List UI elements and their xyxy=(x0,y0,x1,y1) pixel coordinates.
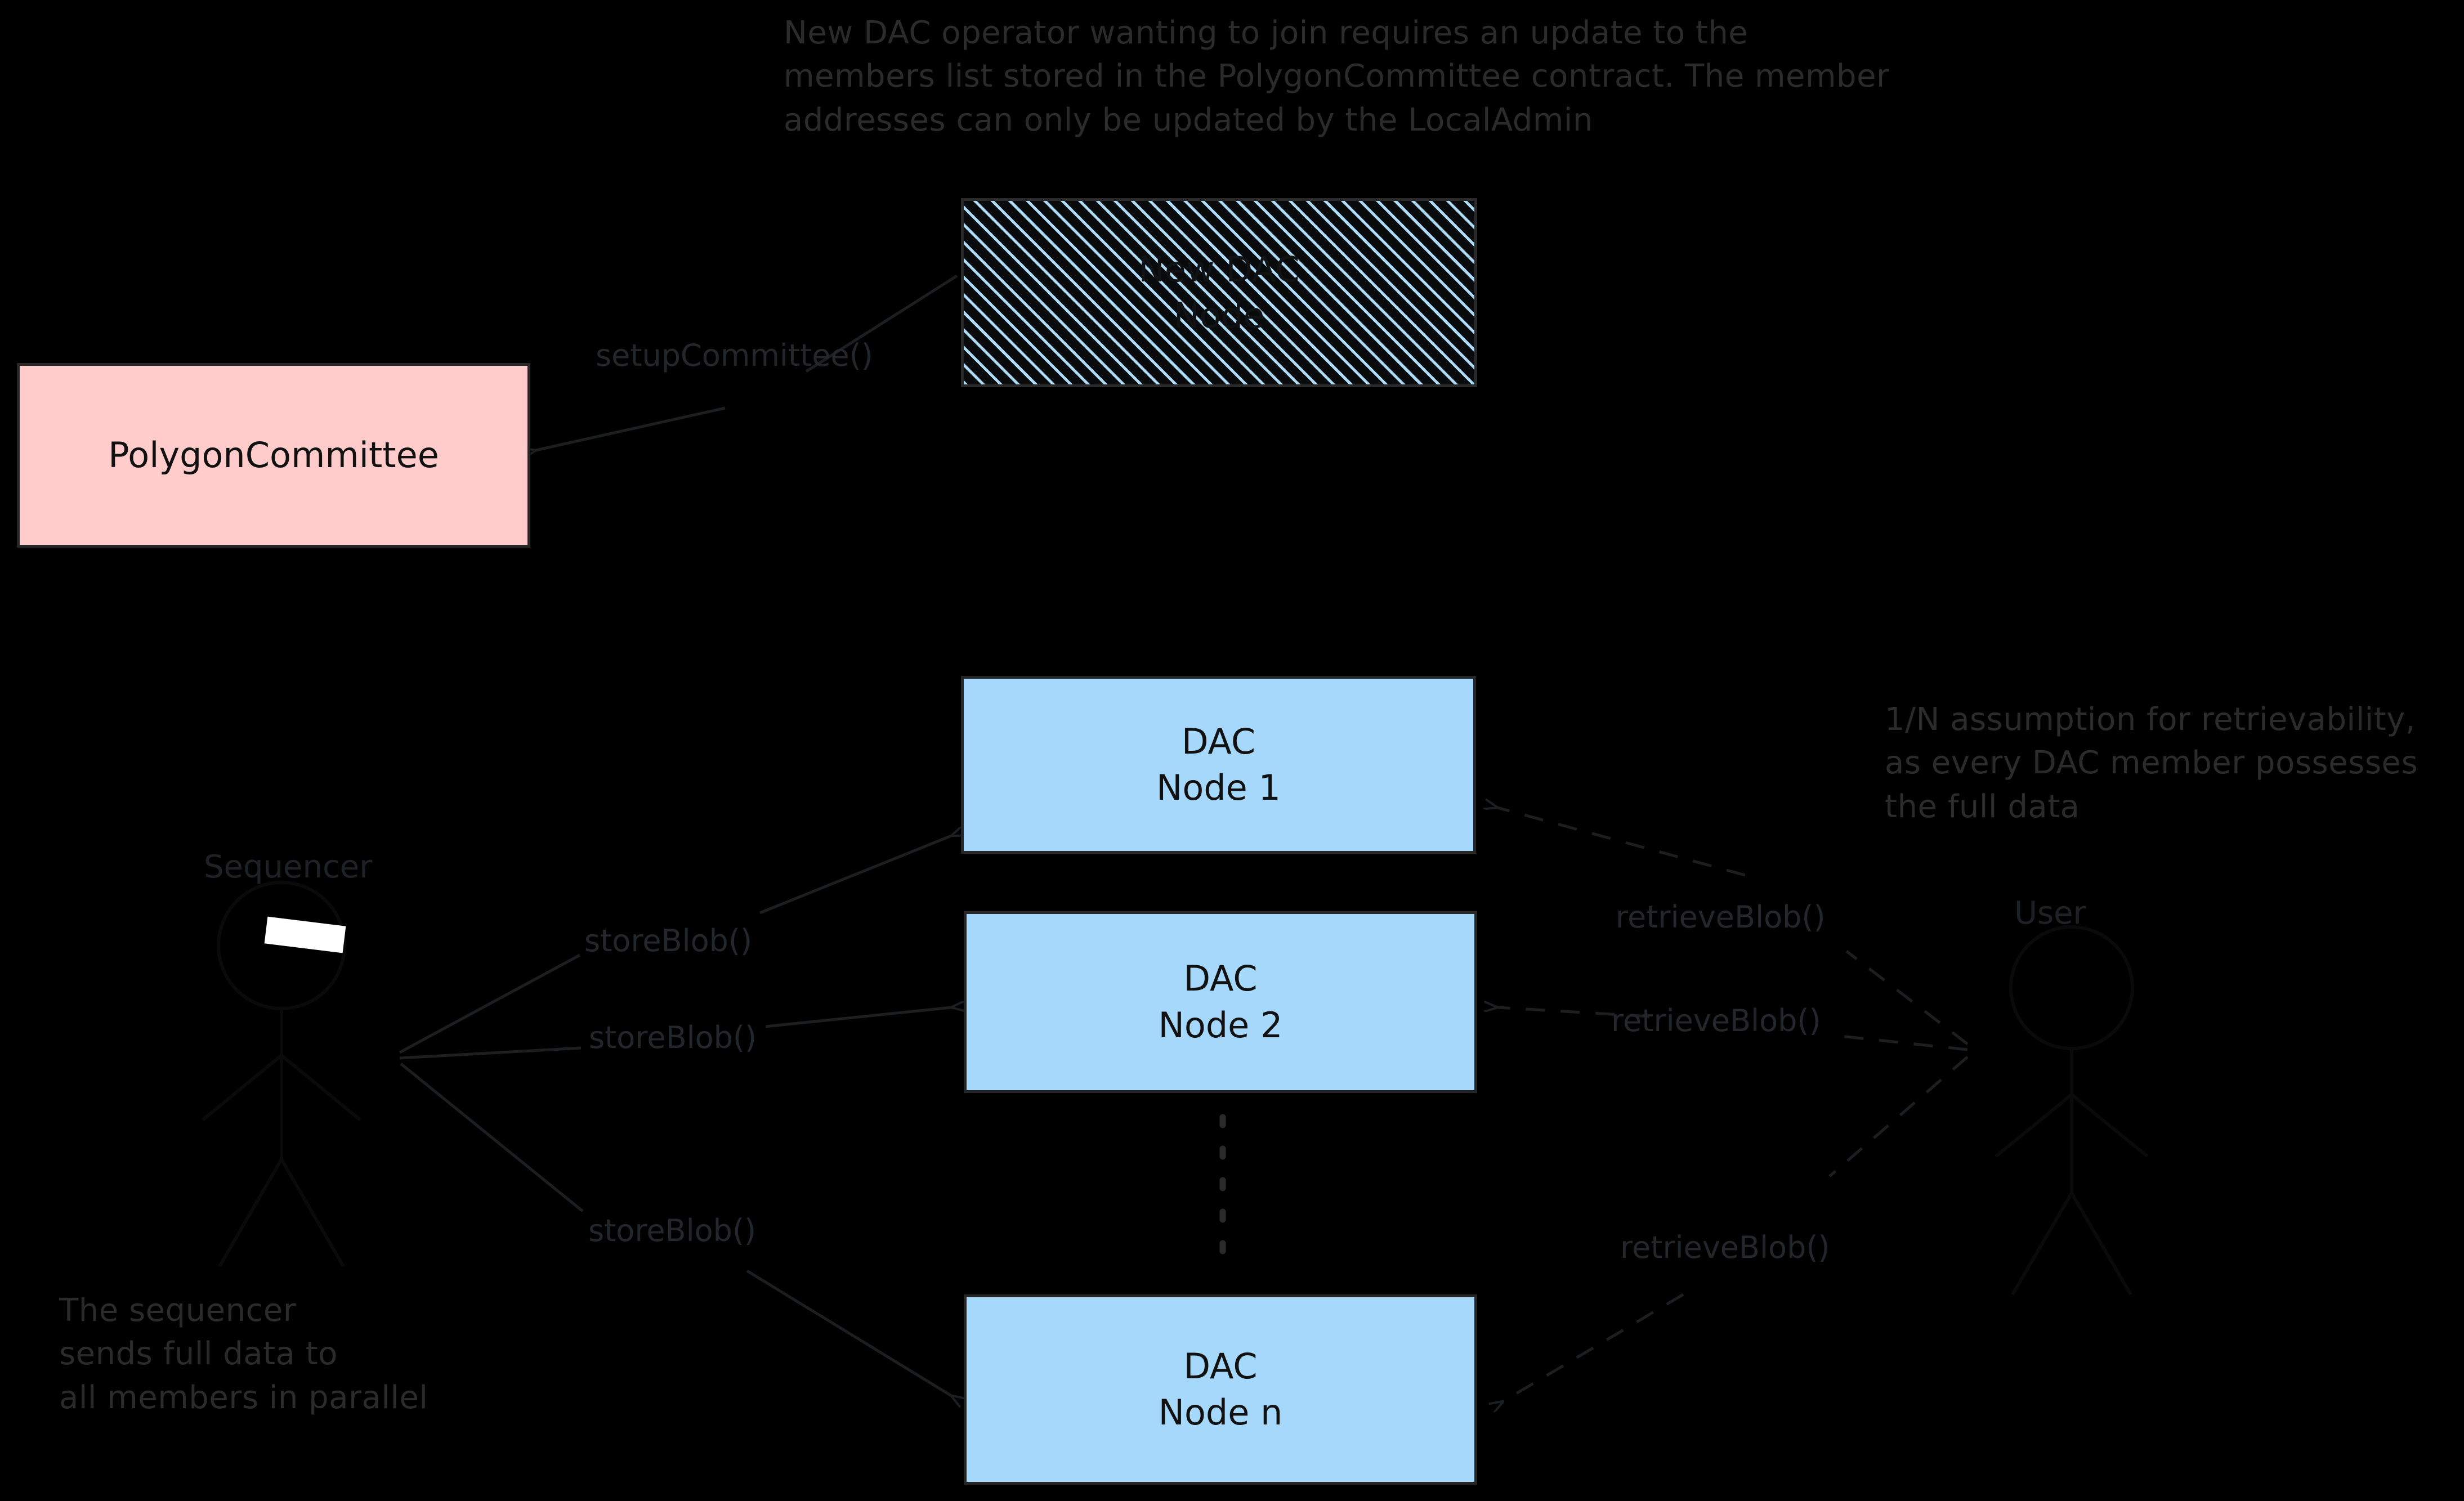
node-polygon-committee[interactable]: PolygonCommittee xyxy=(17,363,530,548)
node-dac-node-2-label: DAC Node 2 xyxy=(1158,958,1283,1046)
node-polygon-committee-label: PolygonCommittee xyxy=(108,434,439,476)
edge-label-store-blob-1: storeBlob() xyxy=(584,923,753,958)
node-new-dac-node-label: New DAC Node xyxy=(1138,248,1300,336)
edge-label-retrieve-blob-n: retrieveBlob() xyxy=(1620,1230,1830,1265)
user-figure xyxy=(1995,925,2149,1296)
note-sequencer-parallel: The sequencer sends full data to all mem… xyxy=(59,1292,428,1416)
node-dac-node-1[interactable]: DAC Node 1 xyxy=(961,676,1476,854)
edge-label-store-blob-n: storeBlob() xyxy=(588,1213,757,1248)
node-dac-node-n-label: DAC Node n xyxy=(1158,1345,1283,1433)
sequencer-figure xyxy=(202,881,361,1267)
node-dac-node-1-label: DAC Node 1 xyxy=(1156,720,1281,808)
edge-retrieve-blob-n xyxy=(1503,1056,1969,1401)
edge-label-retrieve-blob-1: retrieveBlob() xyxy=(1616,899,1826,935)
actor-label-sequencer: Sequencer xyxy=(204,849,373,885)
note-retrievability: 1/N assumption for retrievability, as ev… xyxy=(1885,701,2418,825)
edge-label-setup-committee: setupCommittee() xyxy=(596,338,873,373)
edge-label-retrieve-blob-2: retrieveBlob() xyxy=(1611,1003,1821,1038)
edge-label-store-blob-2: storeBlob() xyxy=(589,1020,757,1055)
note-new-operator: New DAC operator wanting to join require… xyxy=(784,15,1890,138)
node-dac-node-n[interactable]: DAC Node n xyxy=(964,1294,1477,1485)
node-new-dac-node[interactable]: New DAC Node xyxy=(961,198,1477,387)
sequencer-highlight-bar xyxy=(264,916,346,953)
node-dac-node-2[interactable]: DAC Node 2 xyxy=(964,911,1477,1093)
actor-label-user: User xyxy=(2014,895,2086,931)
